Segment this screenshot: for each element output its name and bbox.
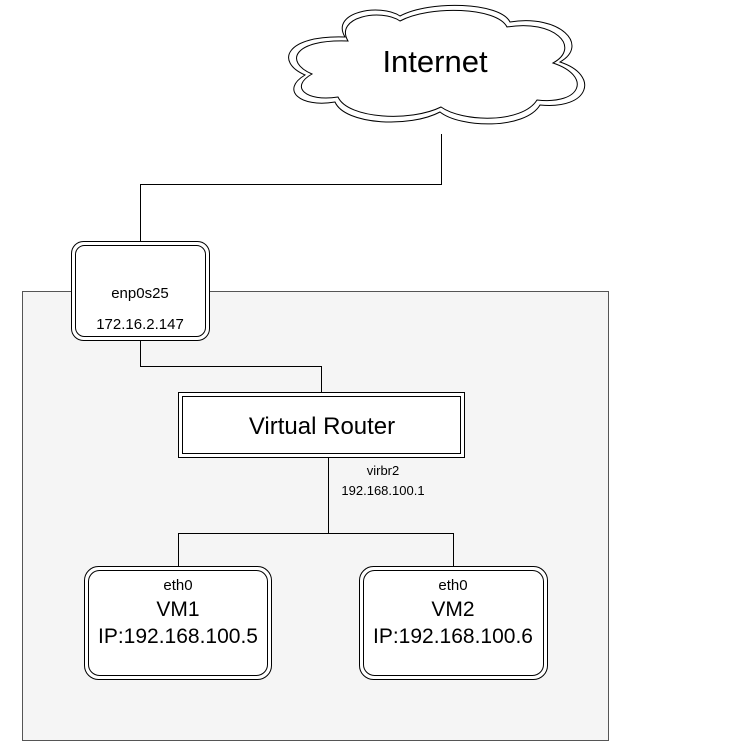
host-nic-ip: 172.16.2.147	[96, 316, 184, 333]
connector-vm-bus	[178, 533, 454, 567]
bridge-ip-label: 192.168.100.1	[341, 483, 424, 498]
connector-host-nic-to-router	[140, 341, 322, 392]
host-nic-name: enp0s25	[111, 285, 169, 302]
vm2-box: eth0 VM2 IP:192.168.100.6	[359, 566, 548, 680]
vm1-iface: eth0	[163, 577, 192, 594]
vm2-iface: eth0	[438, 577, 467, 594]
internet-cloud: Internet	[288, 4, 586, 125]
vm2-ip: IP:192.168.100.6	[373, 625, 533, 648]
virtual-router-box: Virtual Router	[178, 392, 465, 458]
bridge-name-label: virbr2	[367, 463, 400, 478]
connector-internet-to-host-nic	[140, 134, 442, 242]
vm1-name: VM1	[156, 598, 199, 621]
cloud-shape	[288, 4, 586, 125]
vm1-ip: IP:192.168.100.5	[98, 625, 258, 648]
internet-label: Internet	[382, 44, 488, 79]
host-nic-box: enp0s25 172.16.2.147	[71, 241, 210, 341]
virtual-router-label: Virtual Router	[249, 413, 395, 440]
vm2-name: VM2	[431, 598, 474, 621]
vm1-box: eth0 VM1 IP:192.168.100.5	[84, 566, 272, 680]
